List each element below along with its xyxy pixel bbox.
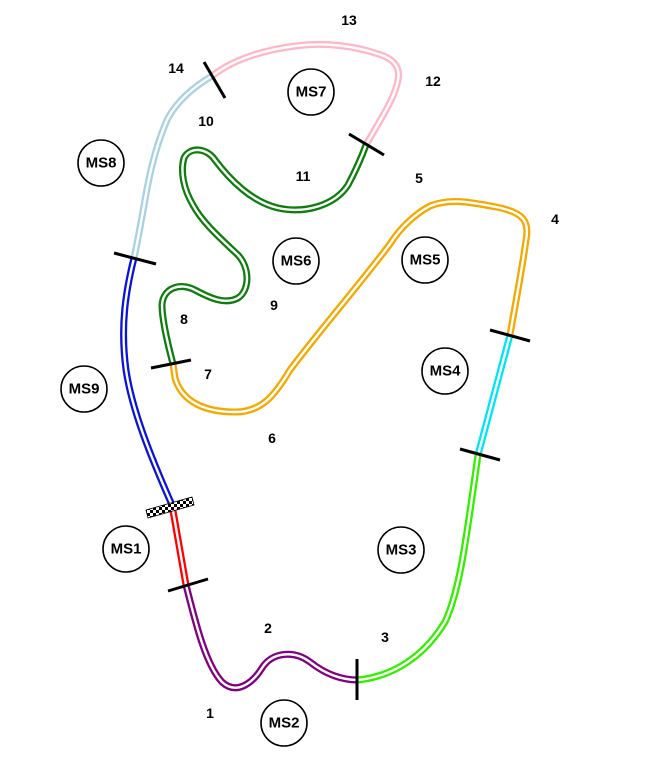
svg-text:MS2: MS2 [269,715,300,732]
sector-divider-ms6-ms7 [348,132,385,157]
turn-label: 9 [270,297,278,313]
sector-badge-ms3: MS3 [377,526,425,574]
track-segment-ms9 [120,257,176,507]
turn-label: 4 [551,211,559,227]
turn-label: 8 [180,311,188,327]
svg-text:MS6: MS6 [281,253,312,270]
track-segment-ms6 [158,143,370,365]
turn-label: 12 [425,73,441,89]
svg-text:MS4: MS4 [430,363,462,380]
sector-badge-ms9: MS9 [60,365,108,413]
svg-text:MS8: MS8 [86,155,117,172]
sector-divider-ms8-ms9 [113,251,157,266]
sector-divider-ms4-ms5 [489,328,531,343]
turn-label: 2 [264,620,272,636]
track-segment-ms5 [169,197,531,416]
track-segment-ms2 [182,584,359,692]
turn-label: 5 [415,170,423,186]
svg-text:MS7: MS7 [296,84,327,101]
turn-label: 6 [268,430,276,446]
track-segment-ms7 [209,40,403,147]
turn-label: 14 [168,60,184,76]
track-segment-ms4 [474,334,514,456]
track-segment-ms8 [130,72,214,259]
svg-text:MS1: MS1 [111,541,142,558]
start-finish-flag-icon [145,496,195,519]
sector-divider-ms5-ms6 [150,358,192,370]
track-segment-ms1 [168,504,190,586]
sector-badge-ms5: MS5 [401,236,449,284]
sector-divider-ms1-ms2 [167,577,209,593]
track-segment-ms3 [357,454,482,684]
sector-badge-ms1: MS1 [102,525,150,573]
svg-text:MS5: MS5 [410,252,441,269]
sector-badge-ms4: MS4 [421,347,469,395]
turn-label: 10 [198,113,214,129]
sector-divider-ms3-ms4 [459,447,501,462]
sector-badge-ms6: MS6 [272,237,320,285]
turn-label: 1 [206,705,214,721]
svg-text:MS9: MS9 [69,381,100,398]
sector-badge-ms7: MS7 [287,68,335,116]
sector-divider-ms7-ms8 [202,61,227,99]
svg-text:MS3: MS3 [386,542,417,559]
sector-badge-ms2: MS2 [260,699,308,747]
turn-label: 11 [296,168,311,184]
turn-label: 7 [204,366,212,382]
turn-label: 3 [381,629,389,645]
sector-badge-ms8: MS8 [77,139,125,187]
turn-label: 13 [341,12,357,28]
